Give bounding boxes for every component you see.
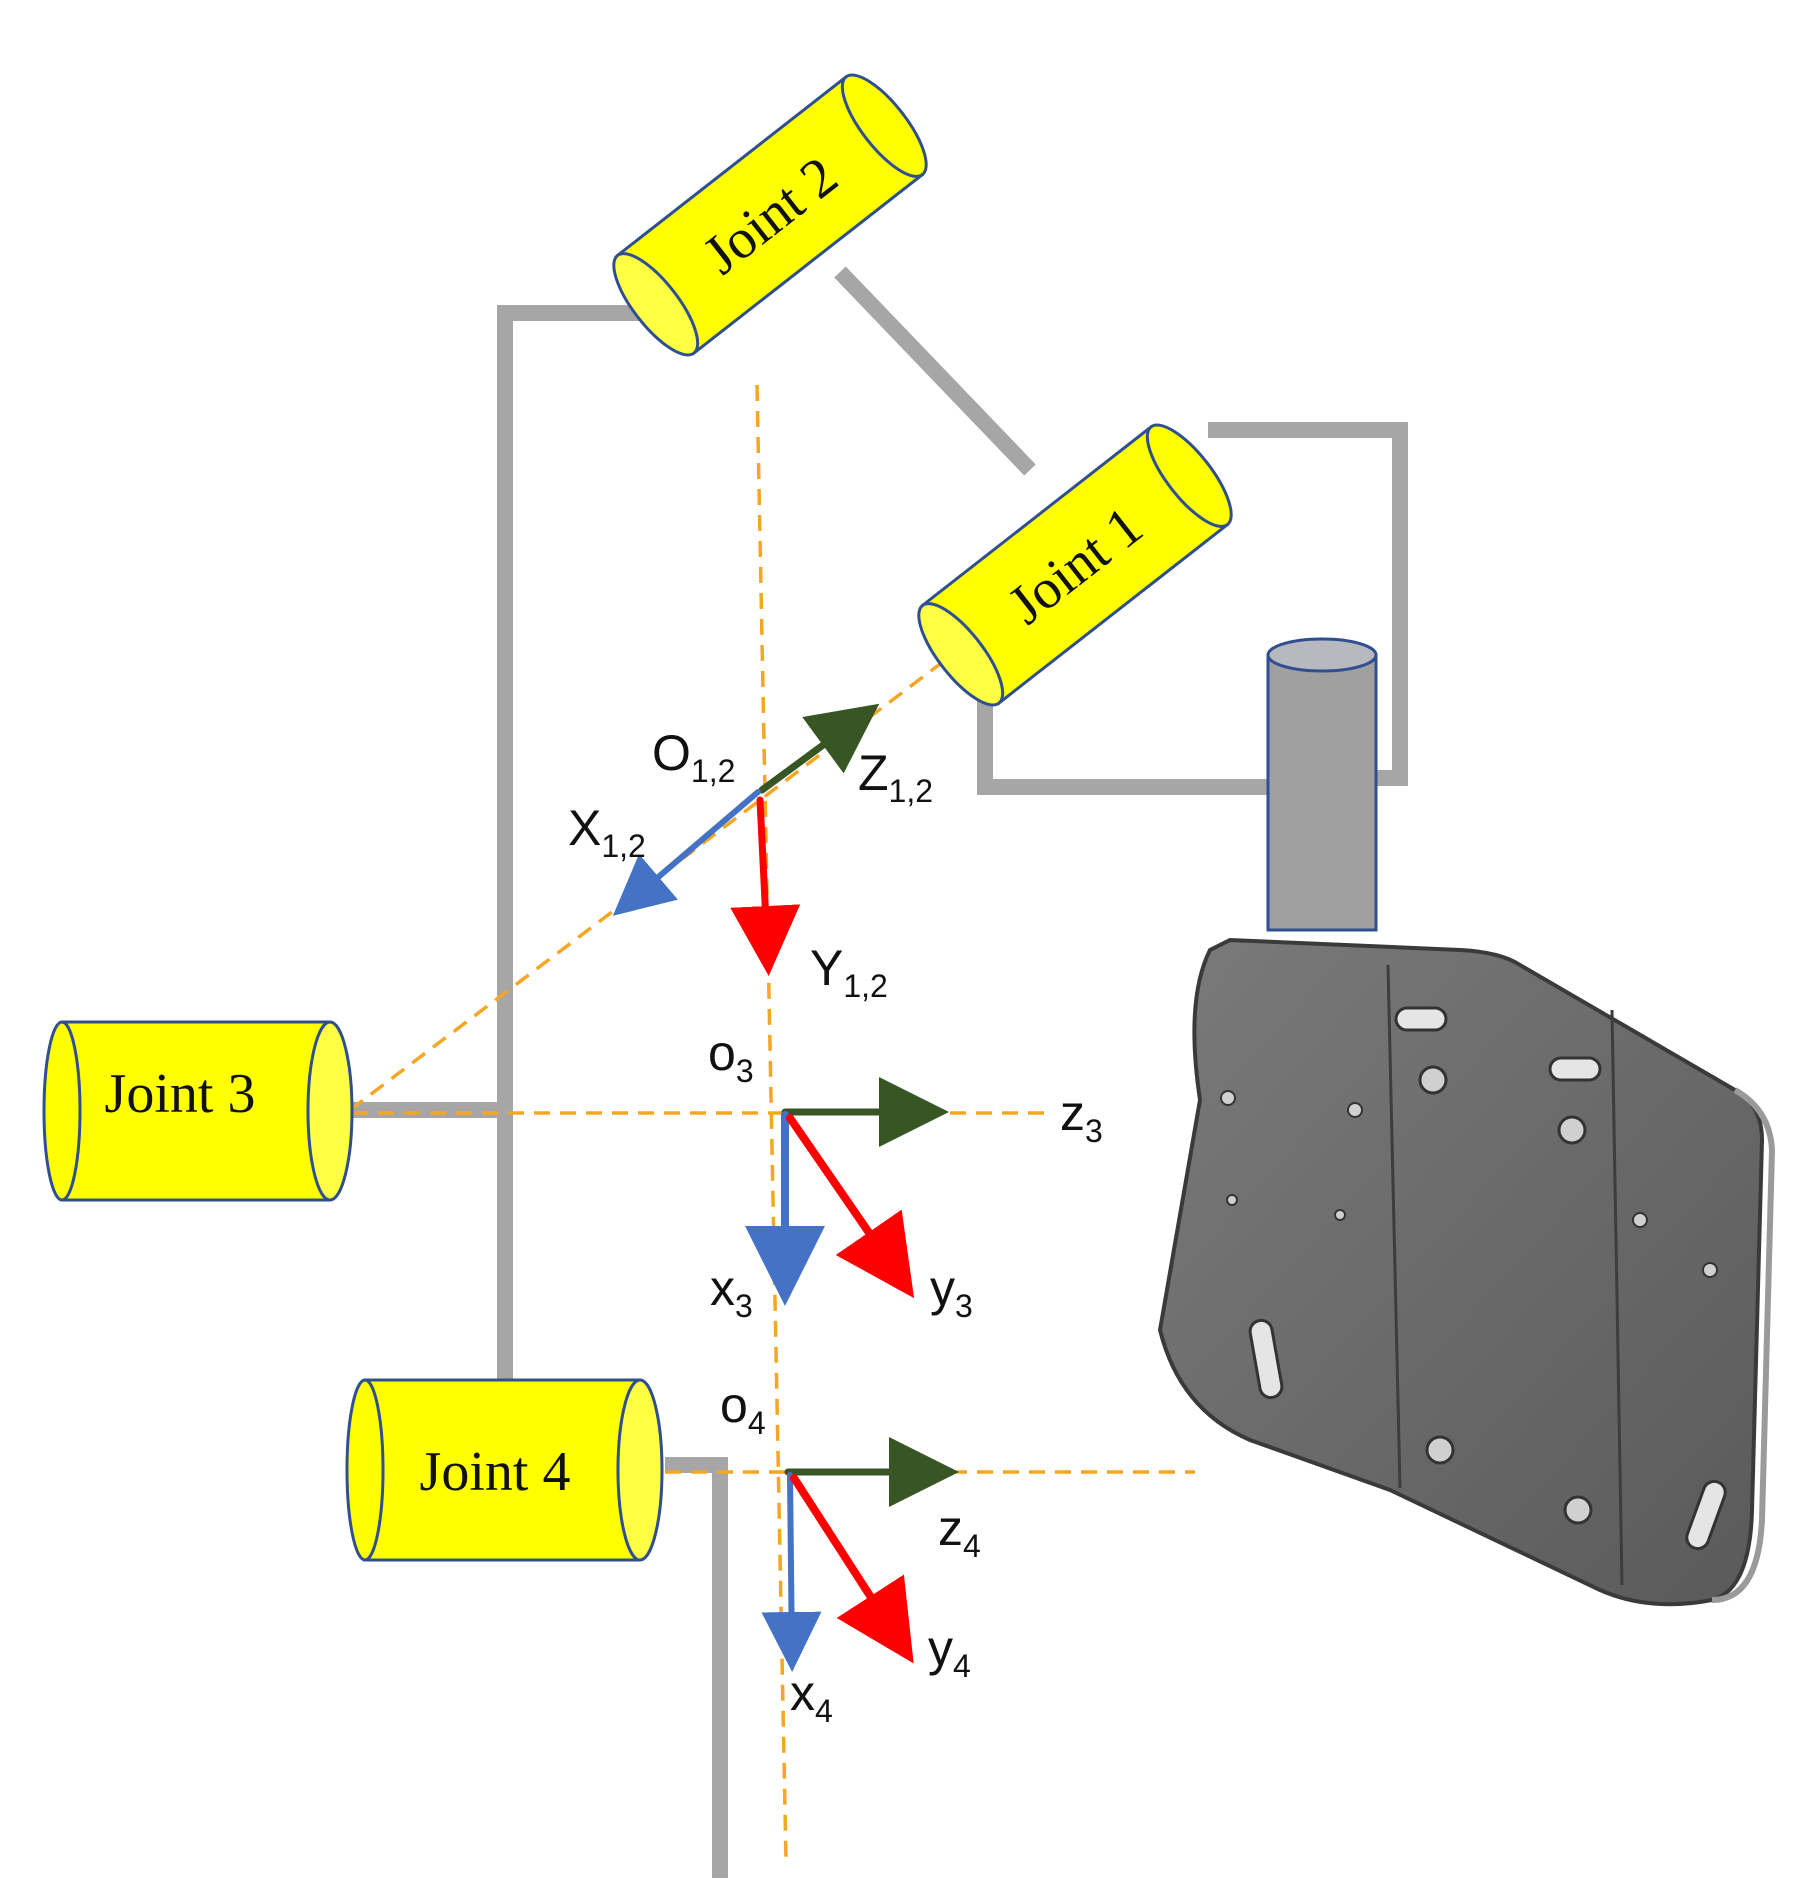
joint-3-label: Joint 3	[105, 1063, 256, 1125]
x4-arrow	[761, 1472, 822, 1672]
o12-label: O1,2	[652, 725, 735, 789]
z4-label: z4	[938, 1500, 981, 1564]
plate-edge	[1711, 1087, 1776, 1603]
link-joint4-vertical	[665, 1457, 728, 1878]
z3-label: z3	[1060, 1085, 1103, 1149]
headrest-plate	[1157, 937, 1765, 1607]
joint-1-cylinder: Joint 1	[917, 423, 1233, 707]
mounting-post	[1266, 653, 1378, 932]
plate-hole	[1557, 1115, 1587, 1145]
link-joint2-to-joint3	[497, 305, 660, 1385]
o4-label: o4	[720, 1377, 766, 1441]
y4-label: y4	[928, 1620, 971, 1684]
plate-hole	[1418, 1065, 1448, 1095]
x12-arrow	[612, 789, 761, 916]
frame-1-2	[612, 703, 880, 976]
x4-label: x4	[790, 1665, 833, 1729]
plate-hole-small	[1632, 1212, 1648, 1228]
headrest-plate-assembly	[1157, 637, 1776, 1607]
plate-hole-small	[1226, 1194, 1238, 1206]
plate-slot	[1548, 1056, 1602, 1082]
plate-hole-small	[1347, 1102, 1363, 1118]
x12-label: X1,2	[568, 800, 646, 864]
joint-4-cylinder: Joint 4	[345, 1378, 664, 1562]
y4-arrow	[790, 1474, 914, 1664]
plate-hole-small	[1702, 1262, 1718, 1278]
link-joint2-to-joint1	[834, 266, 1036, 476]
plate-rib-left	[1386, 964, 1402, 1489]
plate-hole	[1425, 1435, 1455, 1465]
plate-slot	[1394, 1006, 1448, 1032]
mounting-post-top	[1266, 637, 1378, 673]
z12-label: Z1,2	[858, 745, 933, 809]
plate-slot	[1685, 1479, 1727, 1551]
y3-label: y3	[930, 1260, 973, 1324]
plate-hole-small	[1334, 1209, 1346, 1221]
plate-hole	[1563, 1495, 1593, 1525]
o3-label: o3	[708, 1025, 754, 1089]
plate-slot	[1248, 1318, 1284, 1400]
joint-3-cylinder: Joint 3	[42, 1020, 354, 1202]
frame-4	[761, 1437, 959, 1672]
frame-3	[745, 1077, 949, 1306]
y12-arrow	[730, 796, 801, 976]
y3-arrow	[786, 1114, 915, 1299]
x3-label: x3	[710, 1260, 753, 1324]
axis-labels: O1,2 Z1,2 X1,2 Y1,2 o3 z3 x3 y3 o4 z4 x4…	[568, 725, 1103, 1729]
plate-rib-right	[1610, 1009, 1624, 1586]
plate-hole-small	[1220, 1090, 1236, 1106]
z12-arrow	[758, 703, 880, 794]
joint-4-label: Joint 4	[420, 1441, 571, 1503]
y12-label: Y1,2	[810, 940, 888, 1004]
